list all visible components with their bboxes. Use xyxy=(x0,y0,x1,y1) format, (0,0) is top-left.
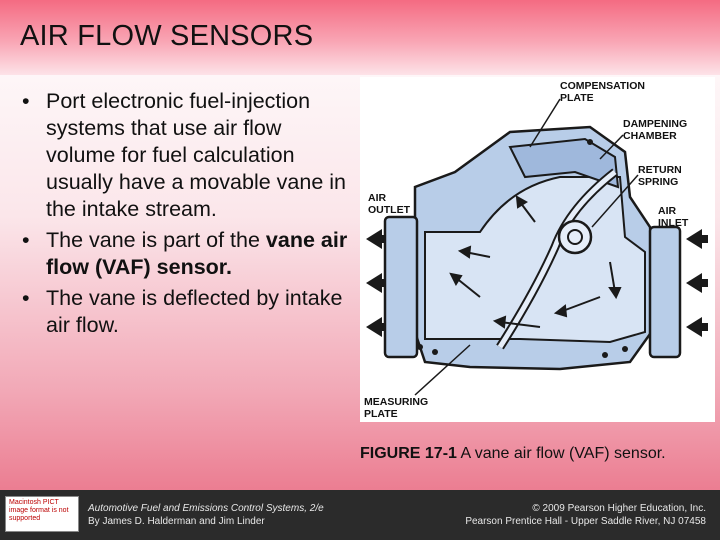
label-compensation-plate-1: COMPENSATION xyxy=(560,80,645,92)
title-bar xyxy=(0,0,720,75)
bullet-dot: • xyxy=(22,228,30,252)
footer-publisher: Pearson Prentice Hall - Upper Saddle Riv… xyxy=(465,516,706,527)
return-spring xyxy=(567,229,583,245)
figure-caption: FIGURE 17-1 A vane air flow (VAF) sensor… xyxy=(360,445,715,463)
slide-title: AIR FLOW SENSORS xyxy=(20,20,314,52)
label-dampening-chamber-1: DAMPENING xyxy=(623,118,687,130)
bullet-text: Port electronic fuel-injection systems t… xyxy=(46,89,346,221)
bullet-item: • Port electronic fuel-injection systems… xyxy=(20,88,355,223)
label-return-spring-1: RETURN xyxy=(638,164,682,176)
label-air-inlet-2: INLET xyxy=(658,217,689,229)
caption-figure-number: FIGURE 17-1 xyxy=(360,445,457,462)
label-air-outlet-2: OUTLET xyxy=(368,204,411,216)
bullet-dot: • xyxy=(22,89,30,113)
internal-flow-arrows xyxy=(449,195,622,329)
bullet-dot: • xyxy=(22,286,30,310)
vaf-sensor-figure: COMPENSATION PLATE DAMPENING CHAMBER RET… xyxy=(360,77,715,422)
footer-authors: By James D. Halderman and Jim Linder xyxy=(88,516,265,527)
footer-book-info: Automotive Fuel and Emissions Control Sy… xyxy=(88,502,324,528)
outlet-flange xyxy=(383,215,419,359)
label-measuring-plate-2: PLATE xyxy=(364,408,398,420)
dampening-chamber xyxy=(508,137,620,189)
vane-pivot xyxy=(557,219,593,255)
label-dampening-chamber-2: CHAMBER xyxy=(623,130,677,142)
label-air-inlet-1: AIR xyxy=(658,205,677,217)
footer-copyright-info: © 2009 Pearson Higher Education, Inc. Pe… xyxy=(465,502,706,528)
inlet-flange xyxy=(648,225,682,359)
bullet-item: • The vane is deflected by intake air fl… xyxy=(20,285,355,339)
air-inlet-arrows xyxy=(686,229,708,337)
caption-text: A vane air flow (VAF) sensor. xyxy=(456,445,666,462)
footer-bar: Macintosh PICT image format is not suppo… xyxy=(0,490,720,540)
leader-lines xyxy=(414,98,639,396)
bullet-list: • Port electronic fuel-injection systems… xyxy=(20,88,355,343)
vaf-sensor-diagram: COMPENSATION PLATE DAMPENING CHAMBER RET… xyxy=(364,80,708,420)
footer-book-title: Automotive Fuel and Emissions Control Sy… xyxy=(88,503,324,514)
bullet-text: The vane is part of the xyxy=(46,228,266,252)
bullet-item: • The vane is part of the vane air flow … xyxy=(20,227,355,281)
publisher-logo-placeholder: Macintosh PICT image format is not suppo… xyxy=(5,496,79,532)
bullet-text: The vane is deflected by intake air flow… xyxy=(46,286,343,337)
label-measuring-plate-1: MEASURING xyxy=(364,396,428,408)
bullet-bold-text: vane air flow (VAF) sensor. xyxy=(46,228,348,279)
air-outlet-arrows xyxy=(366,229,386,337)
label-return-spring-2: SPRING xyxy=(638,176,678,188)
footer-copyright: © 2009 Pearson Higher Education, Inc. xyxy=(532,503,706,514)
housing-bolts xyxy=(417,139,628,358)
label-compensation-plate-2: PLATE xyxy=(560,92,594,104)
label-air-outlet-1: AIR xyxy=(368,192,387,204)
vane-highlight xyxy=(497,170,617,349)
